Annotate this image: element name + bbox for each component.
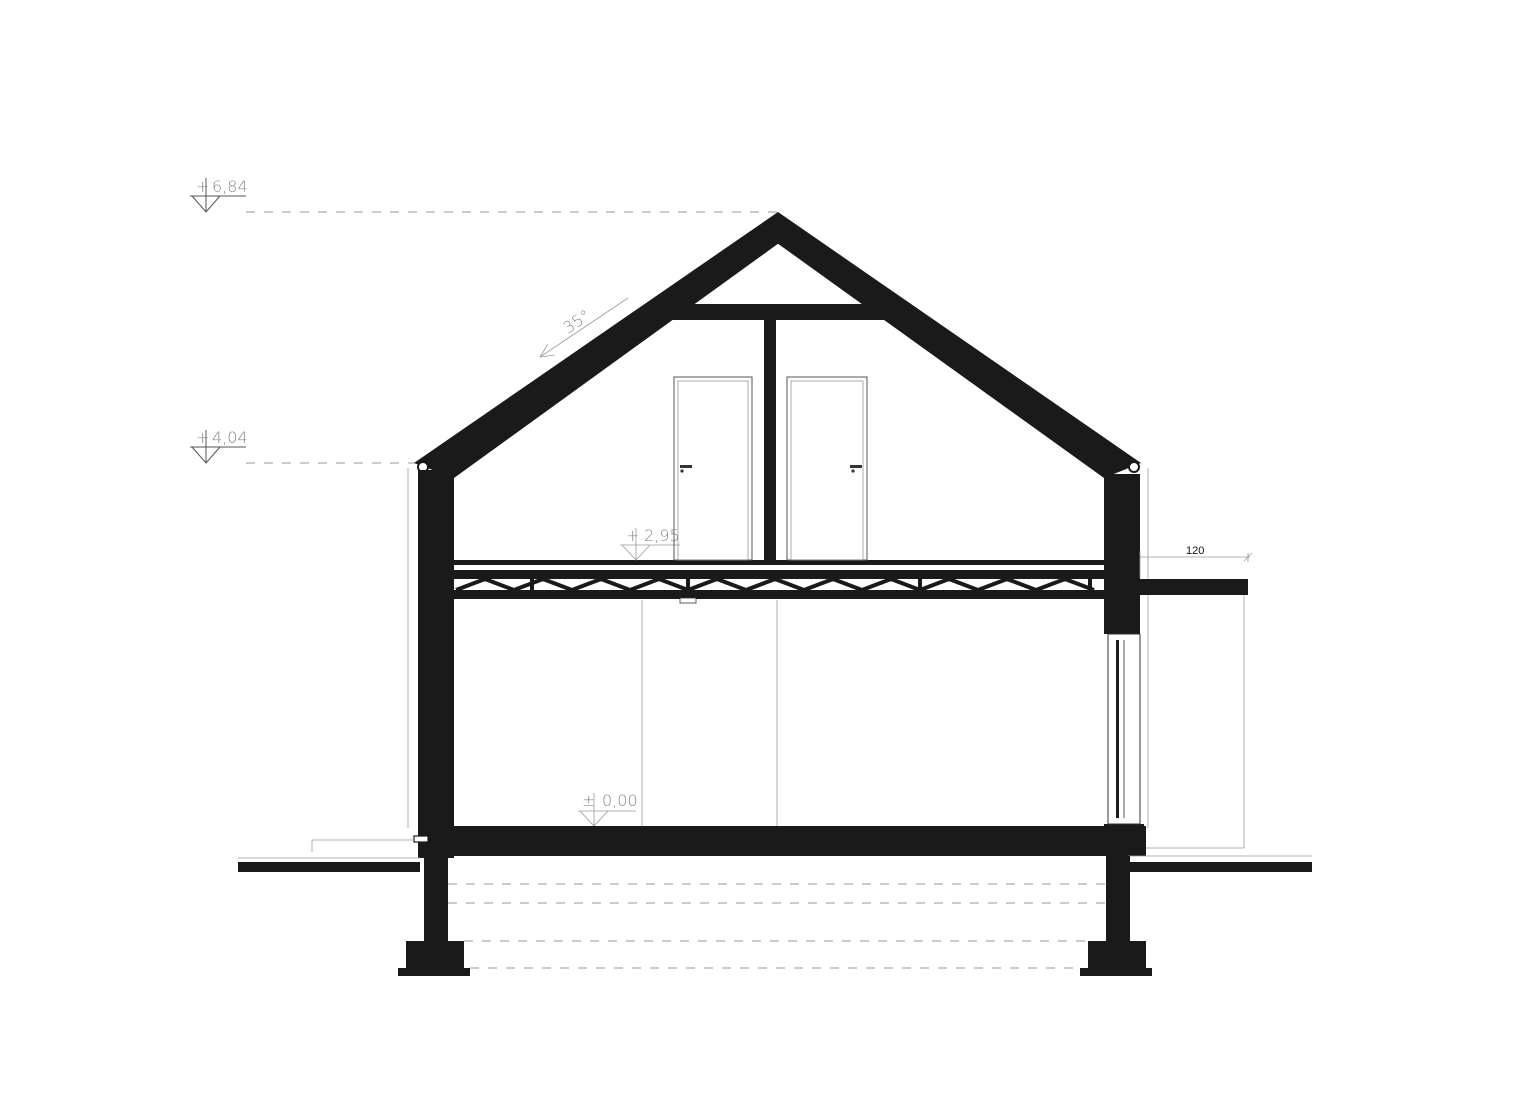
terrain-left bbox=[238, 862, 420, 872]
eave-pin-right bbox=[1128, 461, 1140, 473]
truss-diagonals bbox=[455, 576, 1095, 593]
level-marker-attic-floor: + 2,95 bbox=[620, 526, 680, 561]
footing-base-left bbox=[398, 968, 470, 976]
right-rafter bbox=[770, 212, 1141, 478]
collar-beam bbox=[672, 304, 888, 320]
truss-top-chord bbox=[448, 570, 1104, 579]
foundation-wall-right bbox=[1106, 856, 1130, 941]
overhang-dimension: 120 bbox=[1186, 545, 1204, 557]
roof bbox=[407, 212, 1149, 828]
level-value-eave: 4,04 bbox=[212, 428, 248, 447]
level-marker-ground-floor: ± 0,00 bbox=[578, 791, 638, 827]
roof-pitch-label: 35° bbox=[560, 306, 594, 338]
king-post bbox=[764, 320, 776, 562]
right-wall-upper bbox=[1104, 474, 1140, 634]
level-marker-ridge: + 6,84 bbox=[190, 177, 778, 213]
truss-bottom-chord bbox=[448, 590, 1104, 599]
attic-floor bbox=[448, 560, 1104, 599]
truss-post bbox=[918, 579, 922, 590]
level-value-ground-floor: 0,00 bbox=[602, 791, 638, 810]
canopy: 120 bbox=[1139, 545, 1253, 848]
level-value-ridge: 6,84 bbox=[212, 177, 248, 196]
foundations bbox=[398, 856, 1152, 976]
door-handle-icon bbox=[850, 465, 862, 468]
terrain-right bbox=[1128, 862, 1312, 872]
level-marker-eave: + 4,04 bbox=[190, 428, 415, 464]
attic-floor-finish bbox=[454, 560, 1104, 565]
ground-floor-slab bbox=[430, 826, 1146, 856]
terrain bbox=[238, 839, 1312, 872]
left-wall bbox=[418, 470, 454, 858]
attic-door-right bbox=[786, 376, 868, 561]
truss-post bbox=[686, 579, 690, 590]
door-handle-icon bbox=[680, 465, 692, 468]
footing-base-right bbox=[1080, 968, 1152, 976]
right-window bbox=[1107, 633, 1141, 825]
foundation-wall-left bbox=[424, 856, 448, 941]
canopy-slab bbox=[1140, 579, 1248, 595]
truss-post bbox=[1088, 579, 1092, 590]
truss-post bbox=[530, 579, 534, 590]
truss-web bbox=[455, 576, 1095, 593]
level-sign: + bbox=[196, 177, 209, 196]
level-sign: + bbox=[196, 428, 209, 447]
attic-door-left bbox=[673, 376, 753, 561]
footing-left bbox=[406, 941, 464, 968]
level-sign: + bbox=[626, 526, 639, 545]
level-sign: ± bbox=[582, 791, 595, 810]
left-rafter bbox=[414, 212, 786, 478]
footing-right bbox=[1088, 941, 1146, 968]
level-value-attic-floor: 2,95 bbox=[644, 526, 680, 545]
